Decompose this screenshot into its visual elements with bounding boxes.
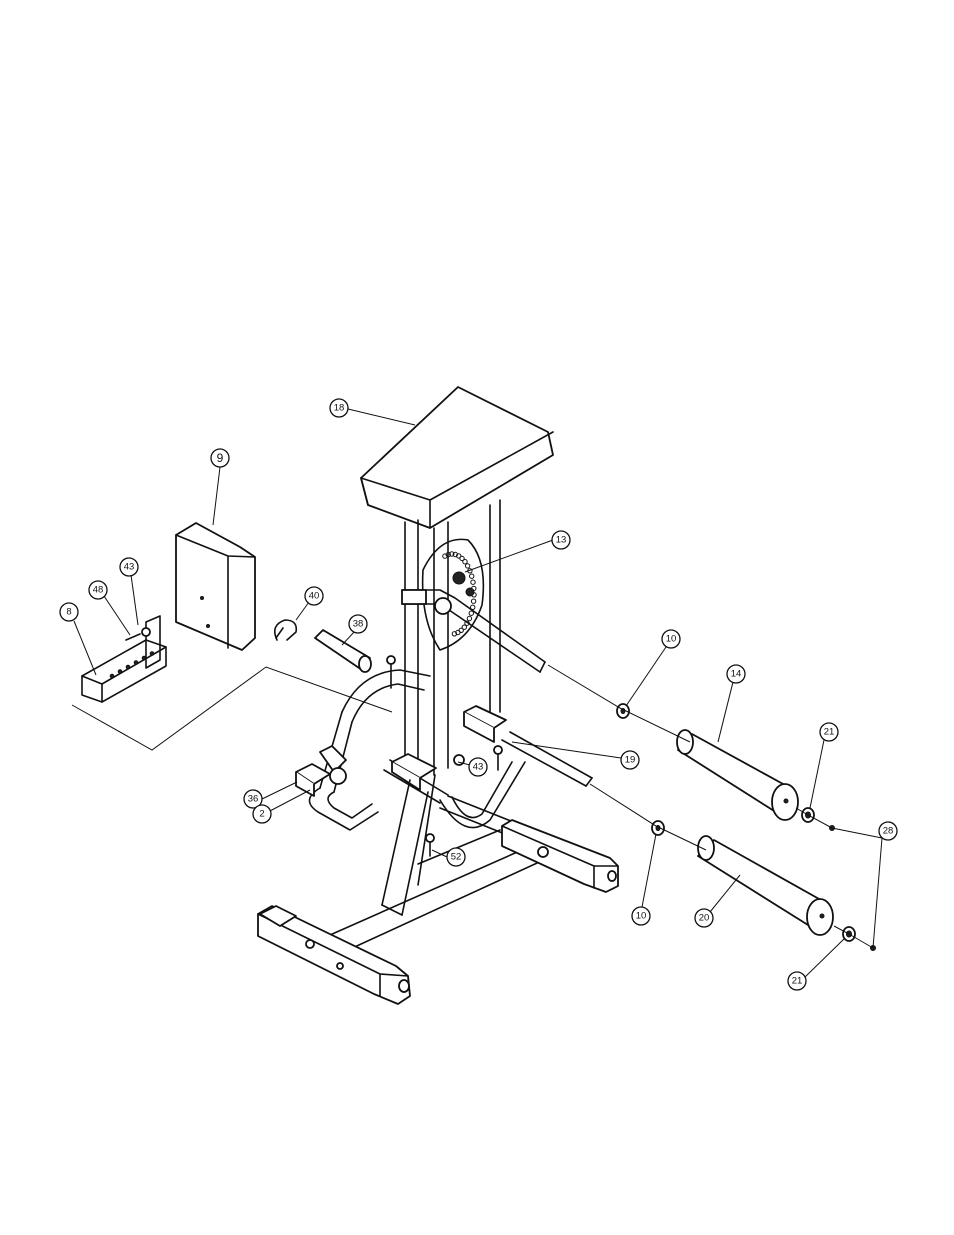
callout-bubble-28: 28 xyxy=(879,822,897,840)
callout-label: 43 xyxy=(473,762,484,773)
plate-hole xyxy=(465,564,469,568)
callout-bubble-40: 40 xyxy=(305,587,323,605)
callout-bubble-20: 20 xyxy=(695,909,713,927)
callout-bubble-43-upper: 43 xyxy=(120,558,138,576)
callout-bubble-38: 38 xyxy=(349,615,367,633)
callout-label: 43 xyxy=(124,562,135,573)
callout-bubble-13: 13 xyxy=(552,531,570,549)
callout-label: 40 xyxy=(309,591,320,602)
callout-label: 38 xyxy=(353,619,364,630)
post-hole xyxy=(110,674,114,678)
seat-pad xyxy=(176,523,255,650)
callout-bubble-21-upper: 21 xyxy=(820,723,838,741)
callout-bubble-52: 52 xyxy=(447,848,465,866)
callout-bubble-21-lower: 21 xyxy=(788,972,806,990)
callout-bubble-19: 19 xyxy=(621,751,639,769)
callout-bubble-18: 18 xyxy=(330,399,348,417)
post-hole xyxy=(134,661,138,665)
callout-bubble-10-lower: 10 xyxy=(632,907,650,925)
callout-bubble-2: 2 xyxy=(253,805,271,823)
plate-hole xyxy=(471,599,475,603)
callout-bubble-8: 8 xyxy=(60,603,78,621)
plate-hole xyxy=(470,574,474,578)
callout-label: 10 xyxy=(666,634,677,645)
callout-bubble-9: 9 xyxy=(211,449,229,467)
callout-bubble-43-lower: 43 xyxy=(469,758,487,776)
callout-label: 9 xyxy=(217,451,224,465)
callout-label: 21 xyxy=(824,727,835,738)
plate-hole xyxy=(463,560,467,564)
callout-label: 13 xyxy=(556,535,567,546)
washer-10-lower xyxy=(652,821,664,835)
roller-pad-upper xyxy=(677,730,798,820)
post-hole xyxy=(118,670,122,674)
callout-label: 18 xyxy=(334,403,345,414)
callout-label: 2 xyxy=(259,809,264,820)
adjustment-plate xyxy=(423,539,484,650)
sleeve-tube xyxy=(315,630,395,688)
base-frame xyxy=(258,775,618,1004)
post-hole xyxy=(150,652,154,656)
arm-pad xyxy=(361,387,553,528)
callout-label: 36 xyxy=(248,794,259,805)
callout-bubble-10-upper: 10 xyxy=(662,630,680,648)
callout-label: 28 xyxy=(883,826,894,837)
callout-label: 19 xyxy=(625,755,636,766)
callout-label: 10 xyxy=(636,911,647,922)
callout-label: 14 xyxy=(731,669,742,680)
roller-pad-lower xyxy=(698,836,833,935)
callout-label: 21 xyxy=(792,976,803,987)
plate-hole xyxy=(467,616,471,620)
callout-label: 20 xyxy=(699,913,710,924)
callout-bubble-48: 48 xyxy=(89,581,107,599)
callout-label: 48 xyxy=(93,585,104,596)
callout-label: 52 xyxy=(451,852,462,863)
pull-pin xyxy=(275,620,296,640)
post-hole xyxy=(126,665,130,669)
callout-bubble-14: 14 xyxy=(727,665,745,683)
plate-hole xyxy=(471,580,475,584)
upper-shaft xyxy=(402,590,545,672)
callout-label: 8 xyxy=(66,607,71,618)
